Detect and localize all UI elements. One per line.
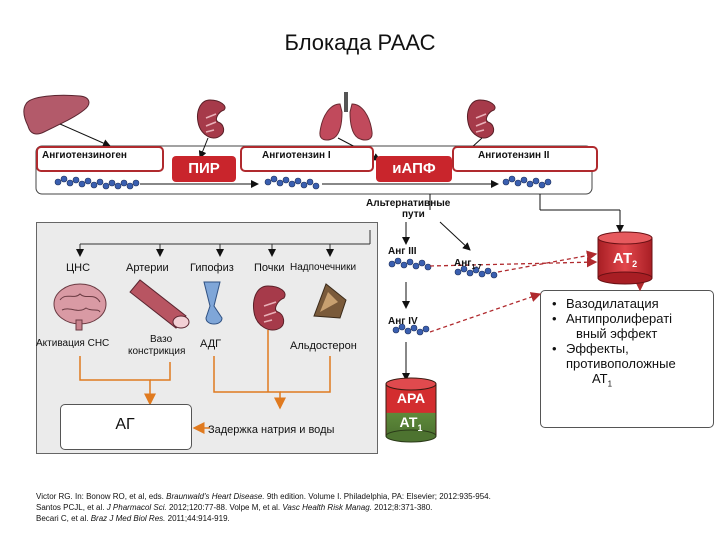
at2-receptor	[597, 231, 653, 285]
ref1-a: Victor RG. In: Bonow RO, et al, eds.	[36, 492, 167, 501]
ang3-text: Анг III	[388, 246, 417, 257]
adrenal-icon	[313, 283, 347, 319]
brain-icon	[53, 283, 107, 331]
at2-main: АТ	[612, 250, 633, 267]
pituitary-icon	[203, 281, 223, 325]
angiotensin2-label: Ангиотензин II	[478, 150, 550, 161]
ref2-a: Santos PCJL, et al.	[36, 503, 107, 512]
sns-activation-label: Активация СНС	[36, 338, 110, 349]
angiotensin1-label: Ангиотензин I	[262, 150, 331, 161]
ang4-text: Анг IV	[388, 316, 418, 327]
ref1-b: 9th edition. Volume I. Philadelphia, PA:…	[264, 492, 491, 501]
at2-effect-vasodilation: Вазодилатация	[546, 296, 716, 311]
angiotensin1-box	[240, 146, 374, 172]
ag-label: АГ	[115, 416, 135, 433]
reference-2: Santos PCJL, et al. J Pharmacol Sci. 201…	[36, 502, 491, 513]
angiotensinogen-label: Ангиотензиноген	[42, 150, 127, 161]
pituitary-label: Гипофиз	[190, 262, 234, 274]
ref2-b: 2012;120:77-88. Volpe M, et al.	[166, 503, 283, 512]
ara-at1-receptor	[385, 377, 437, 443]
at2-label: АТ2	[598, 250, 652, 269]
adrenals-label: Надпочечники	[290, 262, 357, 273]
angiotensin2-box	[452, 146, 598, 172]
ref3-i: Braz J Med Biol Res.	[90, 514, 166, 523]
ref2-i2: Vasc Health Risk Manag.	[282, 503, 372, 512]
references: Victor RG. In: Bonow RO, et al, eds. Bra…	[36, 491, 491, 524]
iapf-label: иАПФ	[376, 156, 452, 182]
reference-1: Victor RG. In: Bonow RO, et al, eds. Bra…	[36, 491, 491, 502]
at1-label: АТ1	[386, 414, 436, 433]
kidney-icon	[467, 99, 496, 139]
ang17-sub: 1-7	[471, 264, 482, 271]
ref2-c: 2012;8:371-380.	[371, 503, 433, 512]
alt-paths-label-2: пути	[402, 209, 425, 220]
ref3-a: Becari C, et al.	[36, 514, 91, 523]
sodium-retention-label: Задержка натрия и воды	[208, 424, 335, 436]
ref3-b: 2011;44:914-919.	[165, 514, 230, 523]
page-title: Блокада РААС	[284, 30, 436, 55]
at1-ref-main: АТ	[592, 371, 608, 386]
at2-effect-3c: АТ1	[592, 371, 613, 389]
liver-icon	[23, 94, 90, 135]
pir-label: ПИР	[172, 156, 236, 182]
at2-sub: 2	[632, 259, 638, 269]
at2-effect-3a: Эффекты,	[566, 341, 629, 356]
at2-effect-2a: Антипролифераті	[566, 311, 673, 326]
at1-sub: 1	[417, 422, 423, 433]
kidney-icon	[197, 99, 226, 139]
at1-main: АТ	[399, 414, 418, 430]
ang17-main: Анг	[454, 258, 472, 269]
ref1-i: Braunwald's Heart Disease.	[166, 492, 265, 501]
vaso-label: Вазо	[150, 334, 173, 345]
ara-label: АРА	[396, 390, 426, 406]
ref2-i: J Pharmacol Sci.	[106, 503, 167, 512]
kidney-icon	[253, 285, 286, 331]
lungs-icon	[319, 92, 373, 141]
constriction-label: констрикция	[128, 346, 186, 357]
adh-label: АДГ	[200, 338, 222, 350]
aldosterone-label: Альдостерон	[290, 340, 357, 352]
at2-effect-1: Вазодилатация	[566, 296, 659, 311]
cns-label: ЦНС	[66, 262, 91, 274]
artery-icon	[129, 279, 190, 329]
ang17-label: Анг1-7	[454, 258, 482, 271]
at1-ref-sub: 1	[607, 379, 613, 389]
ang4-label: Анг IV	[388, 316, 418, 327]
alt-paths-label-1: Альтернативные	[366, 198, 451, 209]
ag-box	[60, 404, 192, 450]
kidneys-label: Почки	[254, 262, 285, 274]
ang3-label: Анг III	[388, 246, 417, 257]
angiotensinogen-box	[36, 146, 164, 172]
arteries-label: Артерии	[126, 262, 169, 274]
reference-3: Becari C, et al. Braz J Med Biol Res. 20…	[36, 513, 491, 524]
at2-effect-2b: вный эффект	[576, 326, 658, 341]
at2-effect-3b: противоположные	[566, 356, 676, 371]
